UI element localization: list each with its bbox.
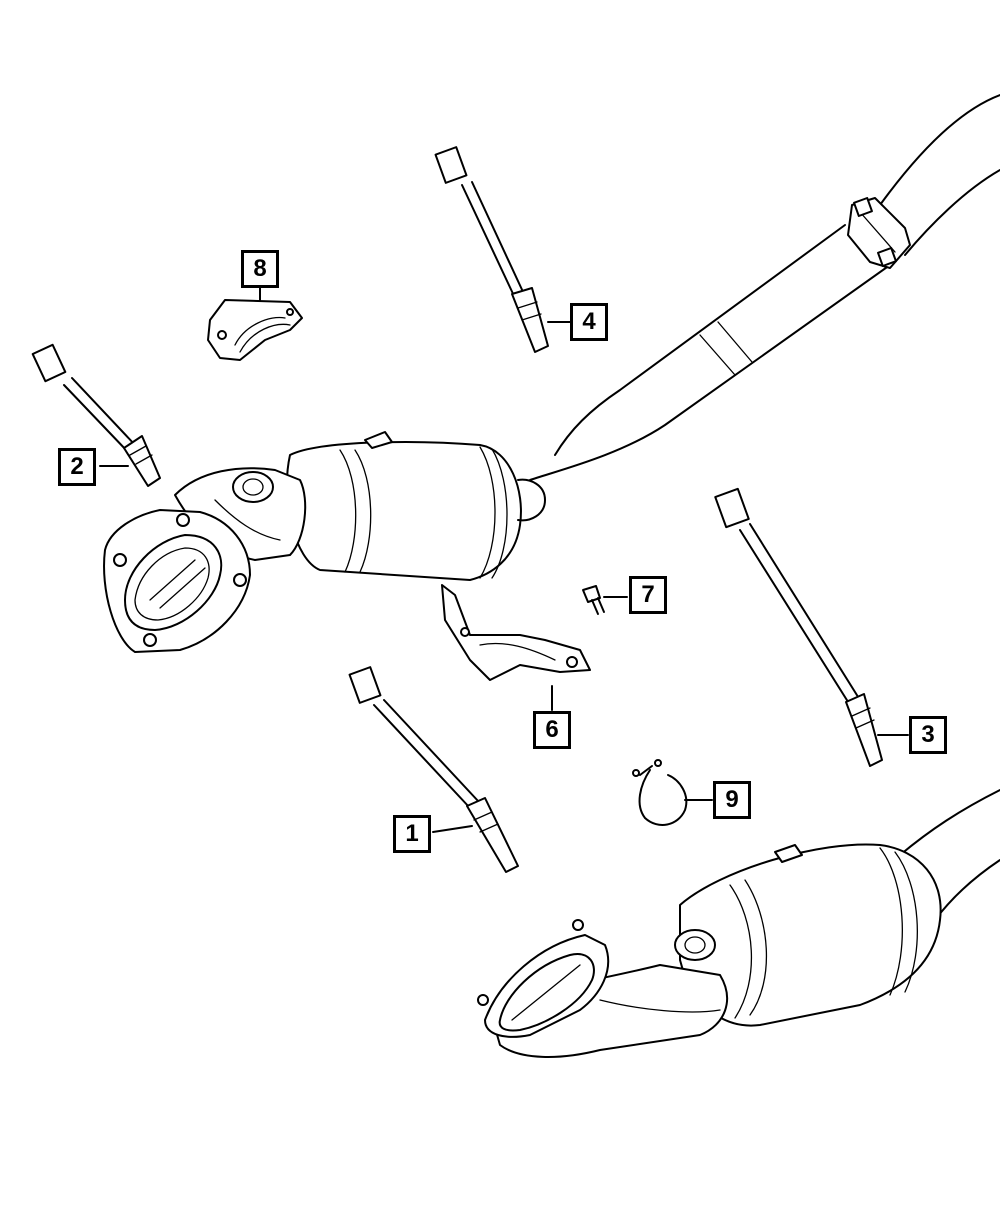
oxygen-sensor-3 xyxy=(714,487,883,767)
callout-1: 1 xyxy=(393,815,431,853)
lower-exhaust-assembly xyxy=(477,789,1000,1058)
upper-exhaust-manifold xyxy=(103,467,307,653)
callout-2: 2 xyxy=(58,448,96,486)
oxygen-sensor-1 xyxy=(348,666,519,873)
upper-exhaust-pipe xyxy=(529,94,1000,481)
oxygen-sensor-2 xyxy=(31,343,161,487)
callout-4: 4 xyxy=(570,303,608,341)
callout-8: 8 xyxy=(241,250,279,288)
callout-3: 3 xyxy=(909,716,947,754)
upper-pipe-clamp xyxy=(847,197,911,269)
callout-9: 9 xyxy=(713,781,751,819)
bolt-7 xyxy=(582,585,605,615)
leader-lines xyxy=(99,282,909,833)
clamp-9 xyxy=(632,759,688,826)
upper-catalytic-converter xyxy=(285,431,546,581)
callout-6: 6 xyxy=(533,711,571,749)
bracket-8 xyxy=(207,299,303,361)
oxygen-sensor-4 xyxy=(434,146,549,353)
heat-shield-6 xyxy=(441,584,591,681)
callout-7: 7 xyxy=(629,576,667,614)
